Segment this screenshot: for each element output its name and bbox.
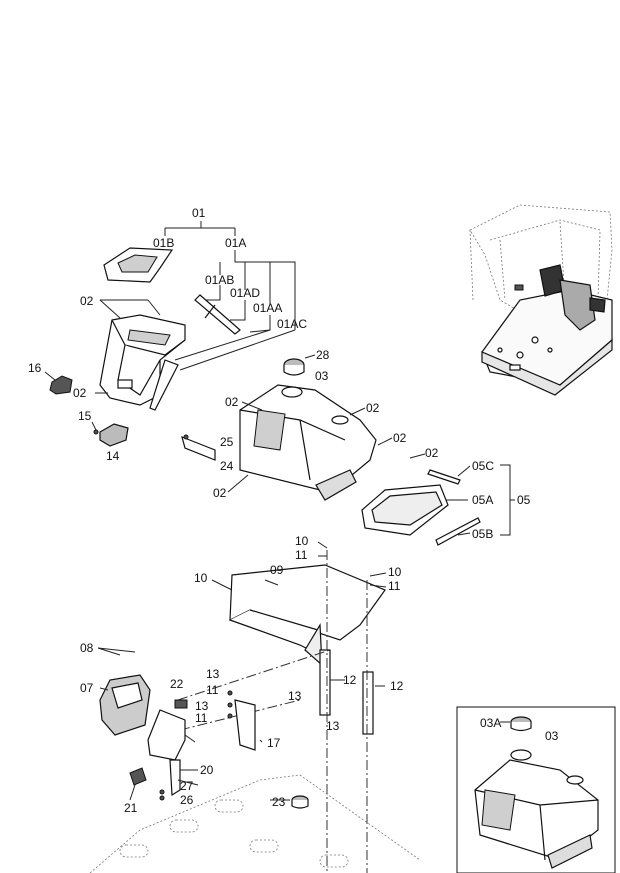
callout-02-tray: 02 (425, 446, 439, 460)
part-14-bracket (91, 421, 129, 447)
callout-26: 26 (180, 793, 194, 807)
callout-01AD: 01AD (230, 286, 260, 300)
callout-03A: 03A (480, 716, 501, 730)
part-20-bracket (147, 699, 188, 797)
part-09-plate (229, 564, 386, 667)
callout-27: 27 (180, 779, 194, 793)
callout-02-tank-side: 02 (393, 431, 407, 445)
inset-detail-box (456, 706, 616, 873)
callout-01: 01 (192, 206, 206, 220)
part-21-knob (129, 767, 165, 801)
callout-21: 21 (124, 801, 138, 815)
callout-12-right: 12 (390, 679, 404, 693)
callout-16: 16 (28, 361, 42, 375)
callout-11-low: 11 (195, 711, 208, 725)
callout-13-top: 13 (206, 667, 220, 681)
callout-17: 17 (267, 736, 281, 750)
callout-10-top: 10 (295, 534, 309, 548)
callout-23: 23 (272, 795, 286, 809)
callout-14: 14 (106, 449, 120, 463)
callout-09: 09 (270, 563, 284, 577)
callout-11-top: 11 (295, 548, 308, 562)
callout-01AC: 01AC (277, 317, 307, 331)
callout-24: 24 (220, 459, 234, 473)
part-01-cover-assembly (99, 221, 296, 411)
callout-11-right: 11 (388, 579, 401, 593)
callout-28: 28 (316, 348, 330, 362)
floor-plate-illustration (89, 774, 421, 873)
part-17-bracket (227, 690, 256, 751)
callout-05A: 05A (472, 493, 493, 507)
part-16-switch (44, 371, 73, 395)
part-07-cover (99, 674, 151, 736)
callout-05: 05 (517, 493, 531, 507)
part-03-fuel-tank (239, 384, 377, 501)
callout-25: 25 (220, 435, 234, 449)
callout-02-bottom: 02 (213, 486, 227, 500)
part-12-posts (319, 649, 374, 735)
callout-08: 08 (80, 641, 94, 655)
callout-10-right: 10 (388, 565, 402, 579)
part-24-bracket (181, 434, 216, 461)
callout-20: 20 (200, 763, 214, 777)
callout-03-inset: 03 (545, 729, 559, 743)
callout-05C: 05C (472, 459, 494, 473)
machine-overview-illustration (469, 204, 613, 396)
callout-13-bottom: 13 (326, 719, 340, 733)
callout-10-left: 10 (194, 571, 208, 585)
part-28-cap (283, 354, 316, 376)
callout-15: 15 (78, 409, 92, 423)
callout-05B: 05B (472, 527, 493, 541)
part-23-cap (291, 795, 309, 809)
callout-11-mid: 11 (206, 683, 219, 697)
callout-02-left: 02 (73, 386, 87, 400)
callout-02-tank-right: 02 (366, 401, 380, 415)
callout-22: 22 (170, 677, 184, 691)
callout-13-mid: 13 (195, 699, 209, 713)
part-05-tray (361, 464, 515, 546)
callout-01AB: 01AB (205, 273, 234, 287)
callout-02-tank-left: 02 (225, 395, 239, 409)
callout-12-left: 12 (343, 673, 357, 687)
callout-01AA: 01AA (253, 301, 282, 315)
callout-13-center: 13 (288, 689, 302, 703)
callout-02-top-left: 02 (80, 294, 94, 308)
callout-07: 07 (80, 681, 94, 695)
callout-01B: 01B (153, 236, 174, 250)
leader-lines (95, 299, 510, 801)
callout-01A: 01A (225, 236, 246, 250)
callout-03: 03 (315, 369, 329, 383)
callout-labels: 01 01B 01A 01AB 01AD 01AA 01AC 02 16 02 … (28, 206, 559, 815)
